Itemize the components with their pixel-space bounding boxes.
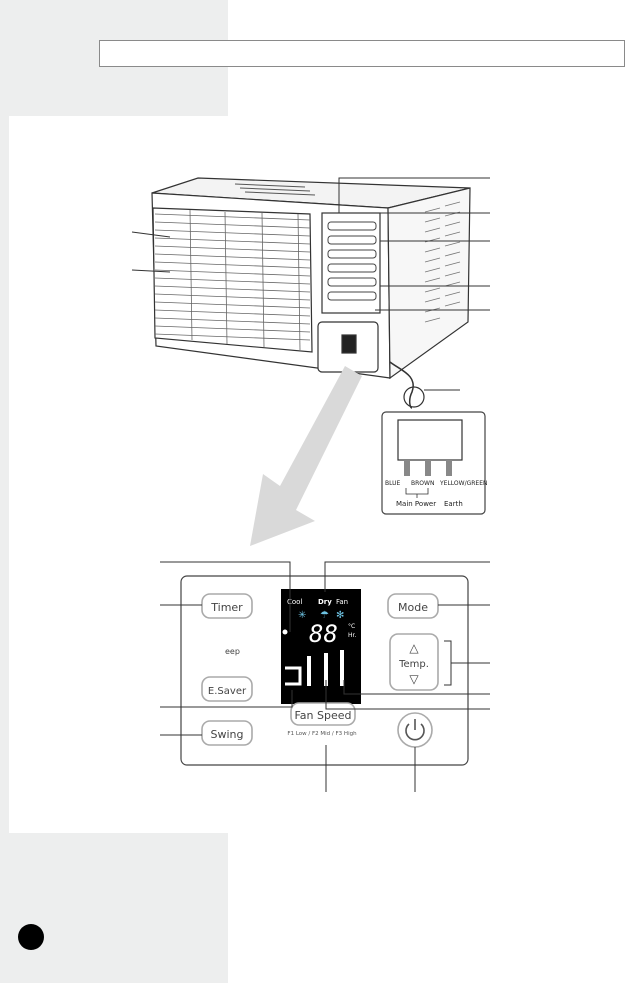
frame-gray-edge	[0, 116, 9, 833]
panel-callout-lines	[160, 561, 490, 792]
air-outlet-frame	[321, 212, 381, 314]
fan-bar-3	[340, 650, 344, 686]
mode-fan: Fan	[336, 598, 348, 606]
wire-label-brown: BROWN	[411, 480, 434, 487]
temp-down-arrow[interactable]: ▽	[409, 672, 419, 686]
swing-button[interactable]: Swing	[201, 720, 253, 746]
wire-label-yellow-green: YELLOW/GREEN	[439, 480, 488, 487]
zoom-arrow	[250, 366, 362, 546]
power-button[interactable]	[397, 712, 433, 748]
dot-indicator	[282, 629, 288, 635]
temp-button-label: Temp.	[398, 659, 429, 670]
fan-speed-button[interactable]: Fan Speed	[290, 702, 356, 726]
main-power-label: Main Power	[396, 500, 436, 508]
mode-cool-icon: ✳	[298, 610, 306, 621]
left-gray-strip-bottom	[0, 833, 228, 983]
temp-button[interactable]: △ Temp. ▽	[389, 633, 439, 691]
air-conditioner-unit	[151, 177, 471, 409]
fan-bar-2	[324, 653, 328, 686]
side-vents	[424, 201, 461, 323]
grille-lines	[154, 209, 311, 351]
mode-button-label: Mode	[398, 601, 428, 614]
wire-brown	[425, 460, 431, 476]
wire-blue	[404, 460, 410, 476]
temp-up-arrow[interactable]: △	[409, 641, 419, 655]
esaver-button-label: E.Saver	[208, 686, 247, 697]
mode-fan-icon: ✻	[336, 610, 344, 621]
timer-button[interactable]: Timer	[201, 593, 253, 619]
top-vents	[234, 183, 316, 196]
mode-dry-icon: ☂	[320, 610, 329, 621]
plug-detail: BLUE BROWN YELLOW/GREEN Main Power Earth	[381, 411, 488, 515]
plug-callout-circle	[403, 386, 425, 408]
front-intake-grille	[152, 207, 313, 353]
sleep-text: eep	[225, 647, 240, 656]
timer-button-label: Timer	[210, 601, 243, 614]
mode-dry: Dry	[318, 598, 332, 606]
louvers	[327, 221, 377, 301]
plug-body	[397, 419, 463, 461]
display-digits: 88	[309, 620, 338, 648]
earth-label: Earth	[444, 500, 463, 508]
swing-button-label: Swing	[211, 728, 244, 741]
unit-display	[341, 334, 357, 354]
fan-speed-button-label: Fan Speed	[294, 709, 351, 722]
esaver-button[interactable]: E.Saver	[201, 676, 253, 702]
fan-bar-1	[307, 656, 311, 686]
title-box	[99, 40, 625, 67]
mode-cool: Cool	[287, 598, 302, 606]
wire-yellow-green	[446, 460, 452, 476]
unit-hours: Hr.	[348, 632, 356, 639]
power-icon	[405, 723, 425, 741]
mode-button[interactable]: Mode	[387, 593, 439, 619]
wire-label-blue: BLUE	[385, 480, 401, 487]
unit-side-face	[387, 187, 471, 380]
indicator-mark	[285, 666, 302, 686]
unit-celsius: °C	[348, 623, 355, 630]
fan-speed-caption: F1 Low / F2 Mid / F3 High	[287, 731, 357, 737]
unit-callout-lines	[131, 177, 490, 391]
page-number-dot	[18, 924, 44, 950]
